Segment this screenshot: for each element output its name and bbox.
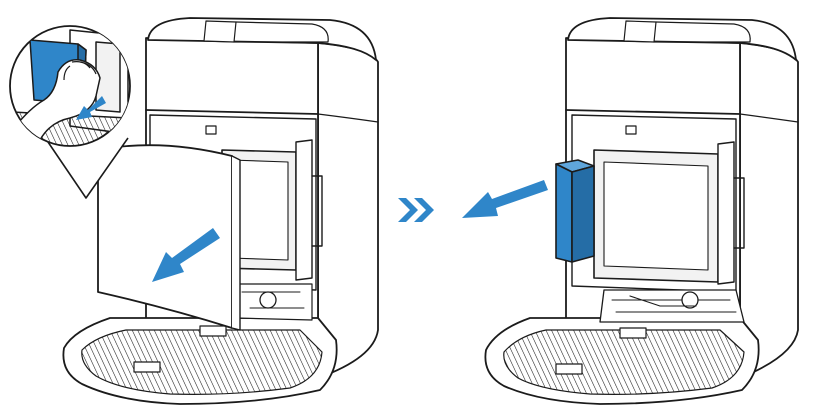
hand-pulling-filter-inset — [9, 25, 131, 147]
callout-pointer — [47, 137, 129, 199]
base-station-step-2 — [484, 17, 799, 405]
pull-arrow-icon — [462, 180, 548, 218]
double-chevron-right-icon — [398, 198, 434, 222]
inset-arrow-icon — [76, 96, 106, 120]
filter-cartridge — [555, 159, 595, 263]
base-station-step-1 — [62, 17, 379, 405]
hand-icon — [13, 59, 101, 141]
pull-arrow-icon — [152, 228, 220, 282]
